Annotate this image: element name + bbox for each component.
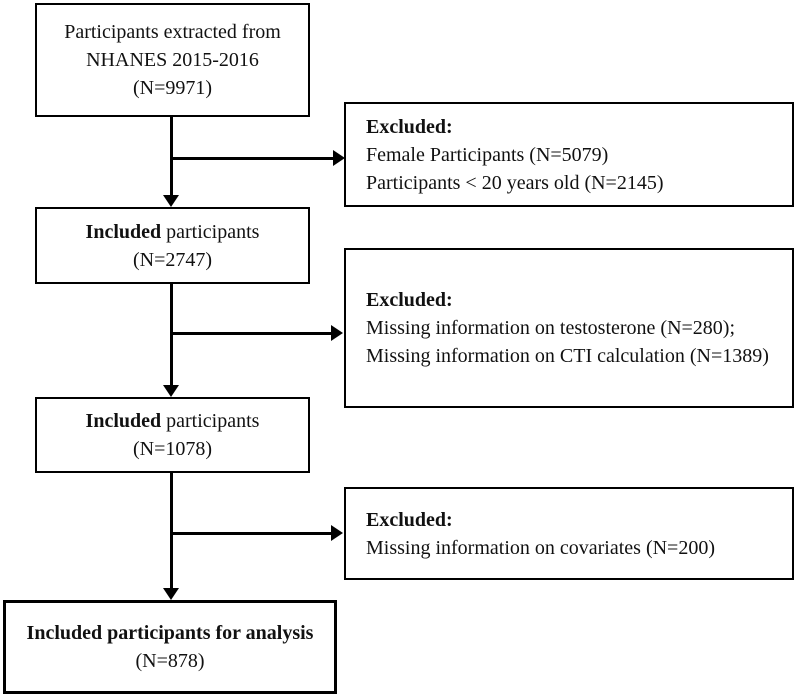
branch-line-2 — [170, 332, 333, 335]
flow-box-final-line1: Included participants for analysis — [26, 622, 314, 644]
exclusion-1-item: Participants < 20 years old (N=2145) — [366, 171, 664, 194]
connector-line-2 — [170, 284, 173, 387]
flow-box-extracted: Participants extracted from NHANES 2015-… — [35, 3, 310, 117]
included-2-regular: participants — [161, 410, 260, 432]
included-2-bold: Included — [85, 410, 162, 432]
flow-box-extracted-count: (N=9971) — [132, 77, 213, 99]
flow-box-extracted-line1: Participants extracted from — [64, 21, 281, 43]
flow-box-included-1-line1: Included participants — [86, 218, 260, 246]
flow-box-extracted-line2: NHANES 2015-2016 — [86, 49, 259, 71]
arrow-right-icon — [333, 150, 345, 166]
flow-box-included-2: Included participants (N=1078) — [35, 397, 310, 473]
exclusion-2-item: Missing information on CTI calculation (… — [366, 345, 769, 367]
flow-box-included-1-count: (N=2747) — [132, 248, 213, 271]
exclusion-3-title: Excluded: — [366, 508, 453, 531]
arrow-down-icon — [163, 588, 179, 600]
flow-box-final-count: (N=878) — [135, 650, 205, 672]
connector-line-3 — [170, 473, 173, 590]
included-1-bold: Included — [85, 220, 162, 243]
exclusion-3-item: Missing information on covariates (N=200… — [366, 536, 715, 559]
arrow-right-icon — [331, 525, 343, 541]
exclusion-2-title: Excluded: — [366, 289, 453, 311]
branch-line-3 — [170, 532, 333, 535]
flow-box-included-2-line1: Included participants — [86, 407, 260, 435]
flow-box-exclusion-2: Excluded: Missing information on testost… — [344, 248, 794, 408]
exclusion-1-title: Excluded: — [366, 115, 453, 138]
arrow-right-icon — [331, 325, 343, 341]
arrow-down-icon — [163, 195, 179, 207]
branch-line-1 — [170, 157, 335, 160]
arrow-down-icon — [163, 385, 179, 397]
exclusion-1-item: Female Participants (N=5079) — [366, 143, 609, 166]
flow-box-included-1: Included participants (N=2747) — [35, 207, 310, 284]
flow-box-exclusion-1: Excluded: Female Participants (N=5079) P… — [344, 102, 794, 207]
exclusion-2-item: Missing information on testosterone (N=2… — [366, 317, 736, 339]
flow-box-included-2-count: (N=1078) — [132, 438, 213, 460]
included-1-regular: participants — [161, 220, 260, 243]
flow-box-final-analysis: Included participants for analysis (N=87… — [3, 600, 337, 694]
flow-box-exclusion-3: Excluded: Missing information on covaria… — [344, 487, 794, 580]
